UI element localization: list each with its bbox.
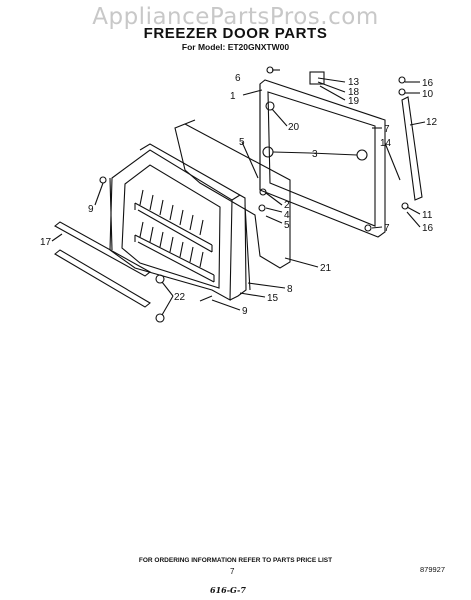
callout-label: 7 [384,223,390,234]
callout-label: 1 [230,91,236,102]
callout-label: 4 [284,210,290,221]
callout-label: 10 [422,89,434,100]
diagram-code: 879927 [420,565,446,574]
cap-22b [155,313,165,323]
callout-labels: 6 1 13 18 19 16 10 12 20 7 3 14 5 2 4 5 … [40,73,438,317]
washer-10 [398,88,406,96]
screw-11 [401,202,409,210]
callout-label: 9 [242,306,248,317]
hinge-bar [401,96,423,201]
cap-22a [155,274,165,284]
bracket-13 [309,71,325,85]
model-line: For Model: ET20GNXTW00 [181,42,290,52]
callout-label: 20 [288,122,300,133]
callout-label: 17 [40,237,52,248]
callout-label: 13 [348,77,360,88]
watermark: AppliancePartsPros.com [92,4,379,30]
callout-label: 2 [284,200,290,211]
door-frame [259,79,386,238]
callout-label: 14 [380,138,392,149]
bushing-3a [262,146,274,158]
callout-label: 19 [348,96,360,107]
screw-9 [99,176,107,184]
callout-label: 11 [422,210,433,221]
callout-label: 5 [284,220,290,231]
handwritten-note: 616-G-7 [210,585,246,595]
door-liner [109,149,233,301]
shim-9 [199,295,213,302]
callout-label: 8 [287,284,293,295]
screw-16 [398,76,406,84]
callout-label: 7 [384,124,390,135]
page-number: 7 [230,567,235,576]
breaker-strip-top [54,221,151,277]
callout-label: 18 [348,87,360,98]
page-title: FREEZER DOOR PARTS [143,25,328,42]
callout-label: 9 [88,204,94,215]
plug-20 [265,101,275,111]
breaker-strip-bottom [54,249,151,308]
callout-label: 21 [320,263,332,274]
callout-label: 15 [267,293,279,304]
callout-label: 12 [426,117,438,128]
callout-label: 3 [312,149,318,160]
callout-label: 5 [239,137,245,148]
screw-7 [364,224,372,232]
ordering-info-footer: FOR ORDERING INFORMATION REFER TO PARTS … [138,557,333,564]
door-gasket [139,143,251,301]
screw-2 [259,188,267,196]
diagram-artwork [51,66,426,323]
bushing-3b [356,149,368,161]
callout-label: 16 [422,223,434,234]
stop-4 [258,204,266,212]
callout-label: 22 [174,292,186,303]
callout-label: 6 [235,73,241,84]
callout-label: 16 [422,78,434,89]
insulation-panel [174,119,291,269]
